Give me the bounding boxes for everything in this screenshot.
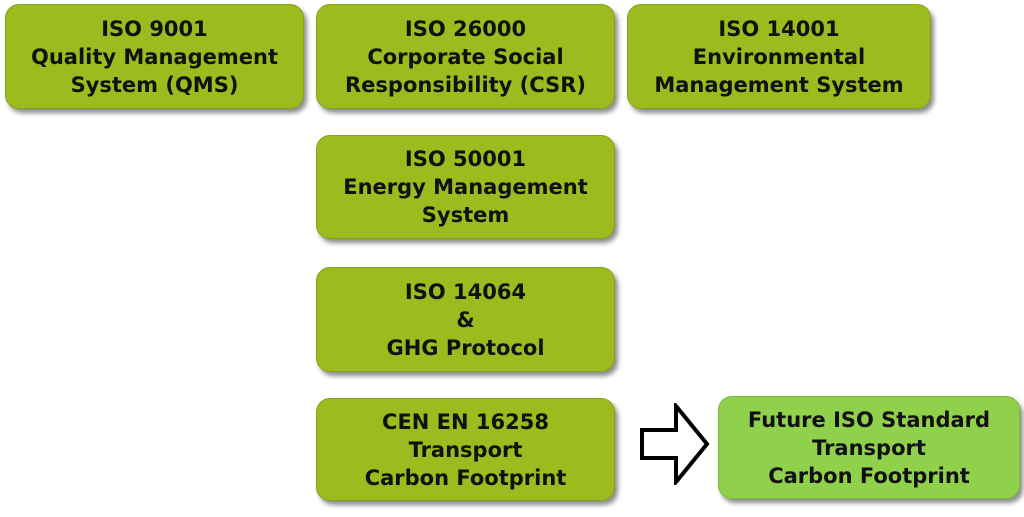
iso-14001-line-2: Environmental <box>692 44 866 69</box>
iso-50001-box: ISO 50001 Energy Management System <box>316 135 615 239</box>
iso-14001-box: ISO 14001 Environmental Management Syste… <box>627 4 931 109</box>
iso-9001-line-1: ISO 9001 <box>101 16 208 41</box>
right-arrow-outline-icon <box>640 403 710 485</box>
iso-9001-line-3: System (QMS) <box>70 72 239 97</box>
future-iso-standard-box: Future ISO Standard Transport Carbon Foo… <box>718 396 1020 499</box>
iso-14064-line-2: & <box>456 307 475 332</box>
iso-9001-box: ISO 9001 Quality Management System (QMS) <box>5 4 304 109</box>
iso-26000-line-2: Corporate Social <box>367 44 564 69</box>
cen-en-16258-line-2: Transport <box>408 437 523 462</box>
iso-14001-line-1: ISO 14001 <box>718 16 840 41</box>
cen-en-16258-line-3: Carbon Footprint <box>364 465 567 490</box>
future-iso-line-2: Transport <box>812 435 926 460</box>
iso-26000-line-1: ISO 26000 <box>404 16 527 41</box>
iso-14064-line-3: GHG Protocol <box>386 335 545 360</box>
iso-14064-box: ISO 14064 & GHG Protocol <box>316 267 615 372</box>
iso-50001-line-3: System <box>421 203 510 227</box>
iso-26000-line-3: Responsibility (CSR) <box>345 72 586 97</box>
iso-9001-line-2: Quality Management <box>31 44 278 69</box>
cen-en-16258-line-1: CEN EN 16258 <box>382 409 549 434</box>
cen-en-16258-box: CEN EN 16258 Transport Carbon Footprint <box>316 398 615 501</box>
iso-14064-line-1: ISO 14064 <box>404 279 527 304</box>
iso-50001-line-1: ISO 50001 <box>404 147 527 171</box>
iso-50001-line-2: Energy Management <box>343 175 588 199</box>
iso-14001-line-3: Management System <box>654 72 904 97</box>
future-iso-line-3: Carbon Footprint <box>768 463 970 488</box>
iso-26000-box: ISO 26000 Corporate Social Responsibilit… <box>316 4 615 109</box>
future-iso-line-1: Future ISO Standard <box>747 407 991 432</box>
